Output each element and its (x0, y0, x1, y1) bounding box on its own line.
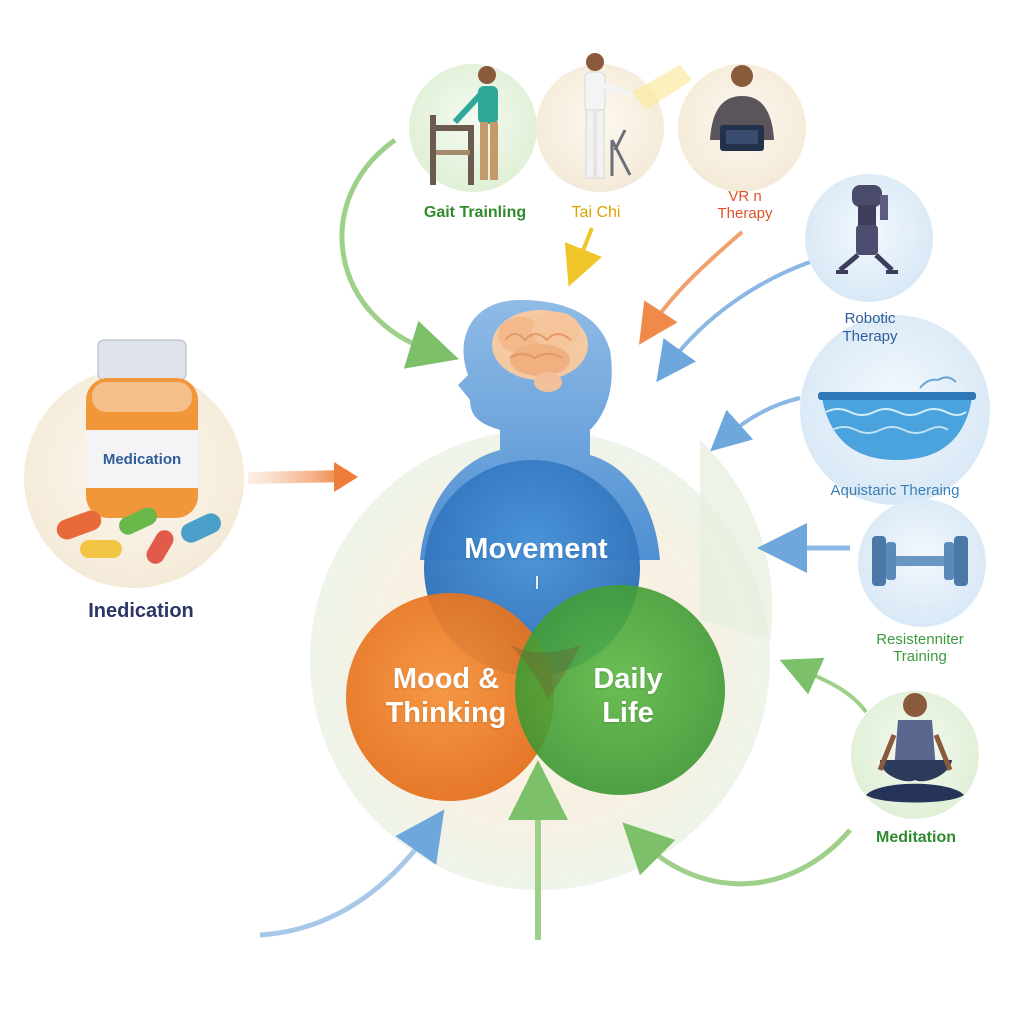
label-resistance-training: Resistenniter Training (850, 631, 990, 665)
pills-icon (56, 507, 221, 564)
arrow-vr (639, 230, 744, 345)
label-tai-chi: Tai Chi (571, 204, 621, 221)
venn-label-mood: Mood & Thinking (366, 662, 526, 730)
robotic-exoskeleton-icon (836, 185, 898, 274)
venn-movement-mark: I (534, 573, 540, 593)
venn-label-daily-line2: Life (602, 697, 654, 729)
arrow-medication (247, 470, 349, 484)
tai-chi-figure-icon (584, 53, 692, 179)
label-vr-line1: VR n (728, 188, 762, 205)
arrow-gait (339, 137, 459, 369)
label-vr-line2: Therapy (717, 205, 773, 222)
venn-label-mood-line2: Thinking (385, 697, 507, 729)
label-robotic-line1: Robotic (844, 310, 896, 327)
label-vr-therapy: VR n Therapy (690, 188, 800, 222)
medication-bottle-icon (86, 339, 198, 518)
arrow-bottom-left (259, 809, 445, 938)
label-meditation: Meditation (876, 829, 956, 846)
label-medication: Inedication (88, 600, 194, 622)
venn-circle-mood (346, 593, 554, 801)
gait-training-figure-icon (430, 66, 498, 185)
medication-bottle-label: Medication (102, 451, 182, 468)
label-resistance-line1: Resistenniter (876, 631, 964, 648)
arrow-meditation (779, 657, 868, 714)
label-robotic-therapy: Robotic Therapy (810, 310, 930, 346)
venn-label-movement: Movement (464, 533, 608, 565)
venn-label-mood-line1: Mood & (392, 663, 500, 695)
label-robotic-line2: Therapy (842, 328, 898, 345)
arrow-taichi (564, 227, 602, 287)
dumbbell-icon (872, 536, 968, 586)
label-resistance-line2: Training (893, 648, 947, 665)
vr-therapy-figure-icon (710, 65, 774, 151)
venn-label-daily: Daily Life (553, 662, 703, 730)
arrow-bottom-right (622, 822, 852, 887)
arrow-aquatic (710, 396, 801, 452)
label-gait-training: Gait Trainling (423, 204, 527, 221)
venn-overlap (510, 645, 580, 700)
arrow-medication-head (334, 462, 358, 492)
arrow-robotic (656, 260, 811, 383)
venn-circle-daily (515, 585, 725, 795)
pool-icon (818, 376, 976, 460)
meditation-figure-icon (866, 693, 964, 803)
venn-label-daily-line1: Daily (593, 663, 663, 695)
outer-halo-green-arc (700, 440, 773, 640)
brain-icon (492, 310, 588, 392)
label-aquatic-therapy: Aquistaric Theraing (830, 482, 960, 499)
